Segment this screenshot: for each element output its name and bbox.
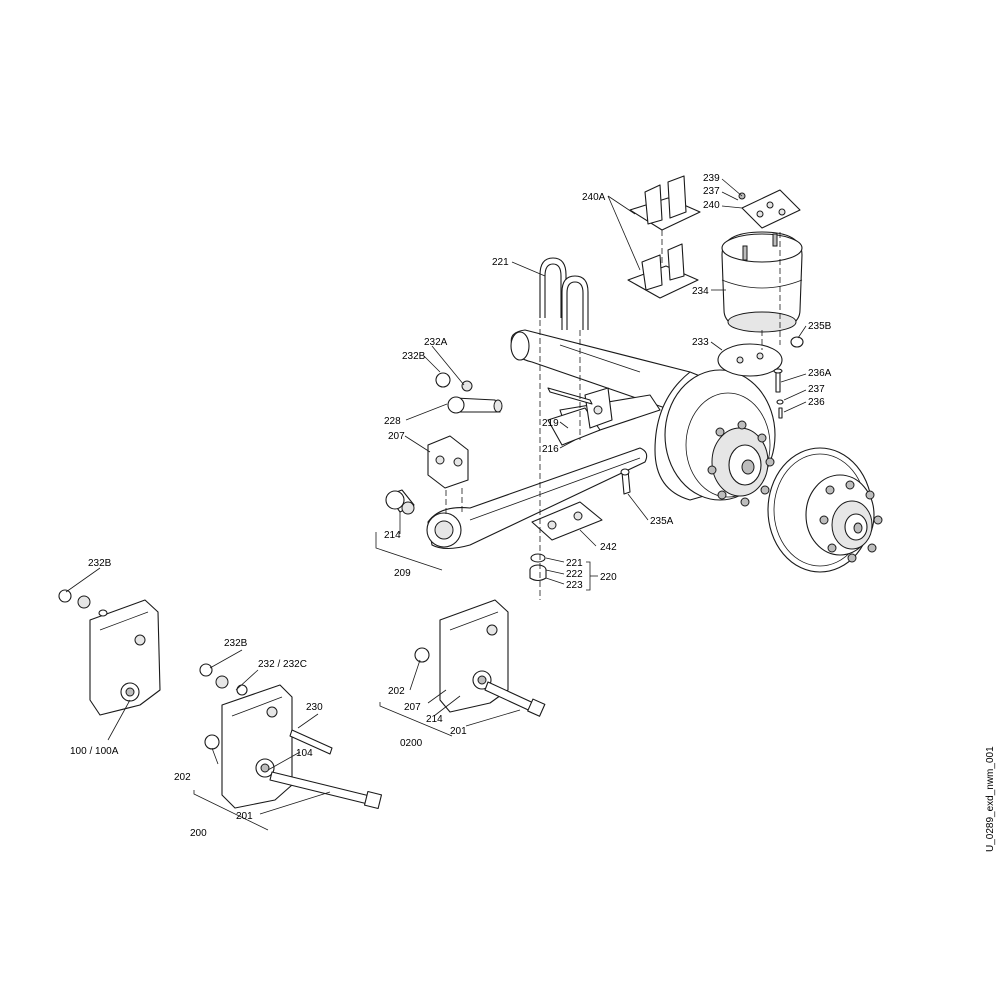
bolt-235A <box>620 468 631 495</box>
air-spring <box>721 231 803 333</box>
label-240: 240 <box>703 200 720 211</box>
label-239: 239 <box>703 173 720 184</box>
bushing-set-upper <box>435 372 503 414</box>
label-240A: 240A <box>582 192 606 203</box>
bracket-240A-lower <box>627 243 699 299</box>
label-201-mid: 201 <box>236 811 253 822</box>
bracket-240A-upper <box>629 175 701 231</box>
drawing-code: U_0289_exd_nwm_001 <box>985 746 996 852</box>
label-222: 222 <box>566 569 583 580</box>
label-216: 216 <box>542 444 559 455</box>
label-228: 228 <box>384 416 401 427</box>
label-232A: 232A <box>424 337 448 348</box>
label-214-upper: 214 <box>384 530 401 541</box>
label-220: 220 <box>600 572 617 583</box>
disc-studs <box>819 480 883 563</box>
clamp-plate-242 <box>531 501 603 541</box>
label-234: 234 <box>692 286 709 297</box>
fasteners-right <box>773 336 804 419</box>
label-221-upper: 221 <box>492 257 509 268</box>
label-214-right: 214 <box>426 714 443 725</box>
hanger-100 <box>58 589 161 716</box>
label-232B-upper: 232B <box>402 351 426 362</box>
label-104: 104 <box>296 748 313 759</box>
brake-drum <box>654 369 776 507</box>
u-bolts <box>539 257 589 330</box>
label-242: 242 <box>600 542 617 553</box>
label-232C: 232 / 232C <box>258 659 307 670</box>
label-207-upper: 207 <box>388 431 405 442</box>
label-202-mid: 202 <box>174 772 191 783</box>
mounting-plate-233 <box>717 343 783 377</box>
label-232B-mid: 232B <box>224 638 248 649</box>
callout-labels: 239 237 240 240A 221 234 235B 233 236A 2… <box>70 173 996 852</box>
label-232B-left: 232B <box>88 558 112 569</box>
label-237-top: 237 <box>703 186 720 197</box>
assembly-lines <box>445 230 781 600</box>
bushing-214 <box>385 489 415 515</box>
top-plate-240 <box>738 189 801 229</box>
label-221-lower: 221 <box>566 558 583 569</box>
hanger-200 <box>199 663 383 810</box>
leader-lines <box>65 178 807 831</box>
label-209: 209 <box>394 568 411 579</box>
wheel-studs <box>707 420 775 507</box>
hanger-207 <box>427 435 469 489</box>
label-200: 200 <box>190 828 207 839</box>
label-237-right: 237 <box>808 384 825 395</box>
axle-seat-bracket <box>547 387 613 446</box>
nut-stack-220 <box>529 553 547 582</box>
label-202-right: 202 <box>388 686 405 697</box>
label-236: 236 <box>808 397 825 408</box>
label-0200: 0200 <box>400 738 423 749</box>
axle-beam <box>510 329 701 421</box>
label-201-right: 201 <box>450 726 467 737</box>
label-235B: 235B <box>808 321 832 332</box>
brake-disc <box>767 447 883 573</box>
label-223: 223 <box>566 580 583 591</box>
label-236A: 236A <box>808 368 832 379</box>
label-219: 219 <box>542 418 559 429</box>
label-230: 230 <box>306 702 323 713</box>
hanger-0200 <box>414 599 546 717</box>
label-233: 233 <box>692 337 709 348</box>
label-100: 100 / 100A <box>70 746 119 757</box>
label-235A: 235A <box>650 516 674 527</box>
label-207-right: 207 <box>404 702 421 713</box>
